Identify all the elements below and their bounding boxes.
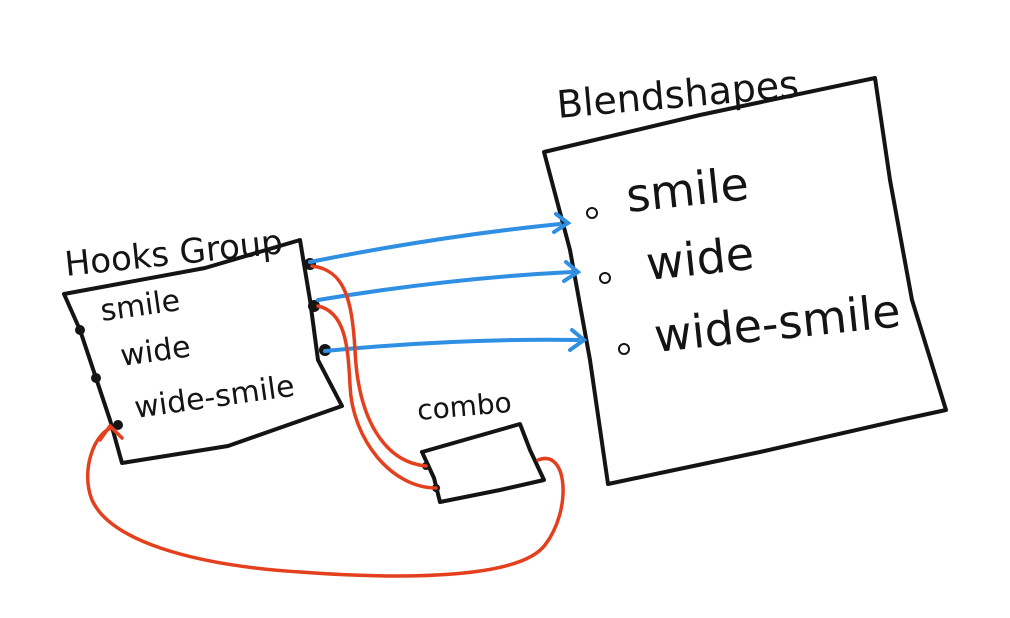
connection-smile-to-combo: [310, 264, 428, 468]
blendshapes-item-wide-smile: wide-smile: [652, 283, 903, 363]
hooks-item-wide: wide: [118, 329, 193, 373]
blendshapes-item-smile: smile: [624, 156, 752, 223]
hooks-item-wide-smile: wide-smile: [132, 369, 296, 426]
hooks-input-port-smile[interactable]: [75, 325, 85, 335]
blendshapes-node: Blendshapes smile wide wide-smile: [542, 62, 948, 486]
hooks-output-port-wide[interactable]: [308, 300, 320, 312]
hooks-input-port-wide[interactable]: [91, 373, 101, 383]
blendshapes-box: [542, 76, 948, 486]
combo-node: combo: [416, 386, 546, 504]
connection-wide-smile-to-wide-smile: [323, 337, 580, 353]
combo-label: combo: [416, 386, 513, 427]
arrowhead-wide-icon: [562, 260, 582, 283]
connection-combo-to-wide-smile: [86, 426, 565, 578]
blendshapes-item-wide: wide: [644, 226, 757, 291]
arrowhead-smile-icon: [552, 212, 572, 234]
connection-smile-to-smile: [308, 222, 562, 264]
blendshapes-title: Blendshapes: [555, 62, 801, 127]
hooks-input-port-wide-smile[interactable]: [113, 420, 123, 430]
connection-wide-to-combo: [316, 304, 438, 490]
combo-box: [420, 422, 546, 504]
hooks-group-box: [62, 238, 344, 465]
hooks-item-smile: smile: [98, 283, 182, 329]
hooks-group-node: Hooks Group smile wide wide-smile: [62, 222, 344, 465]
blendshapes-input-port-wide[interactable]: [599, 272, 611, 284]
arrowhead-wide-smile-icon: [568, 328, 588, 352]
connection-wide-to-wide: [316, 270, 574, 302]
red-connections: [86, 264, 565, 578]
blendshapes-input-port-smile[interactable]: [586, 207, 598, 219]
blendshapes-input-port-wide-smile[interactable]: [618, 343, 630, 355]
blue-connections: [308, 212, 588, 353]
arrowhead-combo-return-icon: [98, 423, 124, 442]
